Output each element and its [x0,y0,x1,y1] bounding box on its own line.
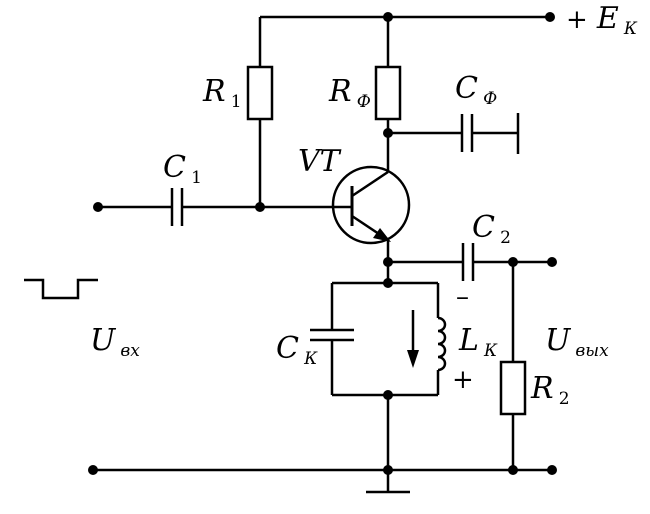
label-rf-sub: Ф [357,92,371,112]
terminal-dot-input [93,202,103,212]
junction-dots [88,12,557,475]
junction-dot [383,128,393,138]
junction-dot [383,390,393,400]
input-pulse-waveform [24,278,98,300]
terminal-dot-output [547,257,557,267]
transistor-collector-lead [351,170,389,198]
label-c1-sub: 1 [191,168,202,188]
label-ck-main: C [276,331,299,366]
label-lk: L К [458,323,498,361]
rf-resistor [374,65,402,121]
junction-dot [255,202,265,212]
label-lk-main: L [458,323,479,358]
label-cf: C Ф [455,71,497,109]
r1-resistor [246,65,274,121]
label-ck-sub: К [303,349,318,369]
junction-dot [383,12,393,22]
label-lk-plus: + [452,365,474,395]
r2-resistor [499,360,527,416]
label-c2: C 2 [472,210,511,248]
label-supply: + E К [566,1,638,39]
lk-inductor-coil [437,316,447,372]
label-rf: R Ф [328,74,371,112]
label-uin-main: U [90,323,117,358]
label-lk-sub: К [483,341,498,361]
terminal-dot-supply [545,12,555,22]
junction-dot [508,257,518,267]
label-r2-sub: 2 [559,389,570,409]
transistor-vt [331,165,411,245]
label-supply-sign: + [566,5,588,35]
junction-dot [383,278,393,288]
label-r1: R 1 [202,74,242,112]
label-uin: U вх [90,323,140,361]
label-uout: U вых [545,323,609,361]
label-uout-main: U [545,323,572,358]
terminal-dot-common-right [547,465,557,475]
terminal-dot-common-left [88,465,98,475]
label-c1: C 1 [163,150,202,188]
label-supply-main: E [596,1,619,36]
label-c2-main: C [472,210,495,245]
label-c1-main: C [163,150,186,185]
label-vt: VT [298,144,342,179]
label-r1-main: R [202,74,226,109]
label-rf-main: R [328,74,352,109]
label-cf-main: C [455,71,478,106]
label-c2-minus: – [456,282,469,312]
junction-dot [508,465,518,475]
label-uin-sub: вх [120,341,140,361]
label-cf-sub: Ф [483,89,497,109]
transistor-body-circle [331,165,411,245]
transistor-emitter-arrow [373,228,391,242]
label-supply-sub: К [623,19,638,39]
tank-current-arrowhead [407,350,419,368]
label-r2-main: R [530,371,554,406]
label-r2: R 2 [530,371,570,409]
junction-dot [383,257,393,267]
junction-dot [383,465,393,475]
label-uout-sub: вых [575,341,609,361]
label-c2-sub: 2 [500,228,511,248]
label-r1-sub: 1 [231,92,242,112]
label-ck: C К [276,331,318,369]
